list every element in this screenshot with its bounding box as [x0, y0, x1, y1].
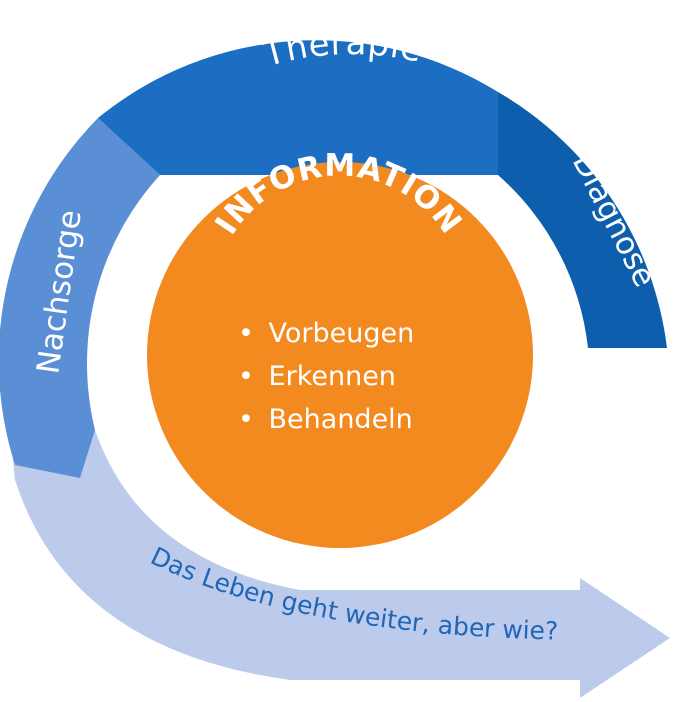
information-list: • Vorbeugen • Erkennen • Behandeln [238, 318, 414, 435]
bullet-1: • Vorbeugen [238, 318, 414, 349]
life-goes-on-arrow [10, 430, 670, 698]
list-item: Behandeln [269, 404, 413, 435]
information-circle [147, 162, 533, 548]
list-item: Erkennen [269, 361, 396, 392]
bullet-2: • Erkennen [238, 361, 396, 392]
bullet-dot: • [238, 404, 254, 435]
therapie-segment [98, 40, 498, 176]
list-item: Vorbeugen [269, 318, 415, 349]
nachsorge-segment [0, 118, 160, 478]
bullet-3: • Behandeln [238, 404, 413, 435]
bullet-dot: • [238, 318, 254, 349]
diagnose-segment [498, 92, 667, 348]
bullet-dot: • [238, 361, 254, 392]
